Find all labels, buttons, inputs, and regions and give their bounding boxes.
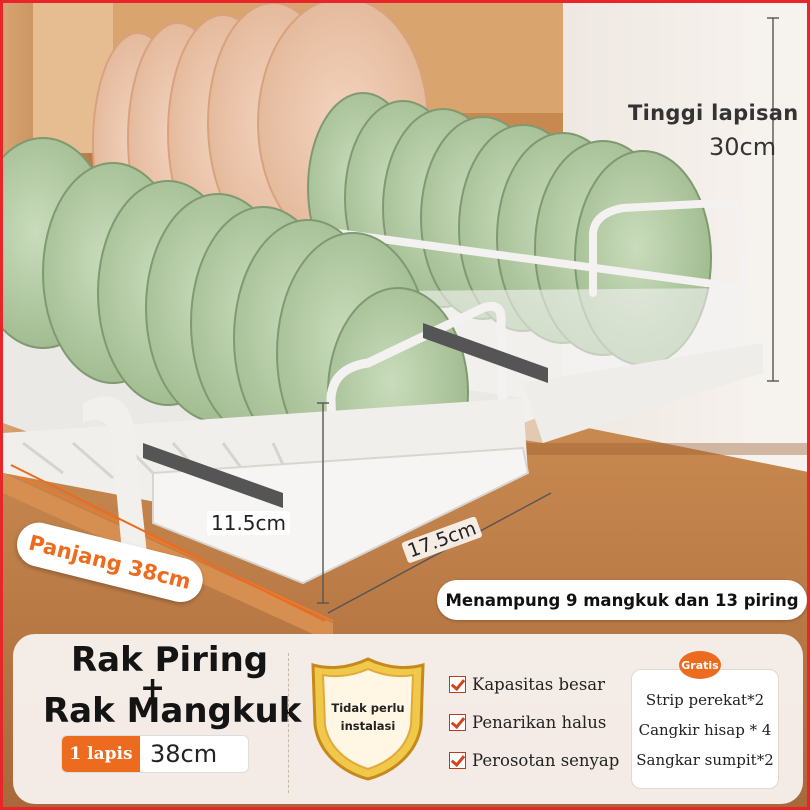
divider xyxy=(288,653,289,793)
plus-sign: + xyxy=(140,671,166,706)
free-gift-badge: Gratis xyxy=(679,651,721,679)
dish-rack-photo xyxy=(3,3,807,807)
feature-label: Kapasitas besar xyxy=(472,675,606,694)
gift-item: Sangkar sumpit*2 xyxy=(636,751,774,769)
checkbox-icon xyxy=(449,752,466,769)
spec-length: 38cm xyxy=(150,740,218,768)
gift-box xyxy=(631,669,779,789)
checkbox-icon xyxy=(449,676,466,693)
feature-item: Penarikan halus xyxy=(449,713,606,732)
tier-label: 1 lapis xyxy=(62,736,140,772)
layer-height-value: 30cm xyxy=(709,133,777,161)
capacity-text: Menampung 9 mangkuk dan 13 piring xyxy=(445,590,799,610)
capacity-banner: Menampung 9 mangkuk dan 13 piring xyxy=(437,580,807,620)
spec-box: 1 lapis 38cm xyxy=(61,735,249,773)
product-title-line-2: Rak Mangkuk xyxy=(43,691,302,731)
feature-label: Penarikan halus xyxy=(472,713,607,732)
badge-text: Tidak perlu instalasi xyxy=(331,701,405,733)
feature-item: Perosotan senyap xyxy=(449,751,619,770)
feature-label: Perosotan senyap xyxy=(472,751,620,770)
shield-badge-icon xyxy=(311,657,425,781)
product-title-line-1: Rak Piring xyxy=(71,640,269,680)
layer-height-label: Tinggi lapisan xyxy=(628,101,799,125)
checkbox-icon xyxy=(449,714,466,731)
depth-value: 11.5cm xyxy=(207,511,291,535)
gift-item: Strip perekat*2 xyxy=(645,691,765,709)
feature-item: Kapasitas besar xyxy=(449,675,605,694)
gift-item: Cangkir hisap * 4 xyxy=(638,721,772,739)
